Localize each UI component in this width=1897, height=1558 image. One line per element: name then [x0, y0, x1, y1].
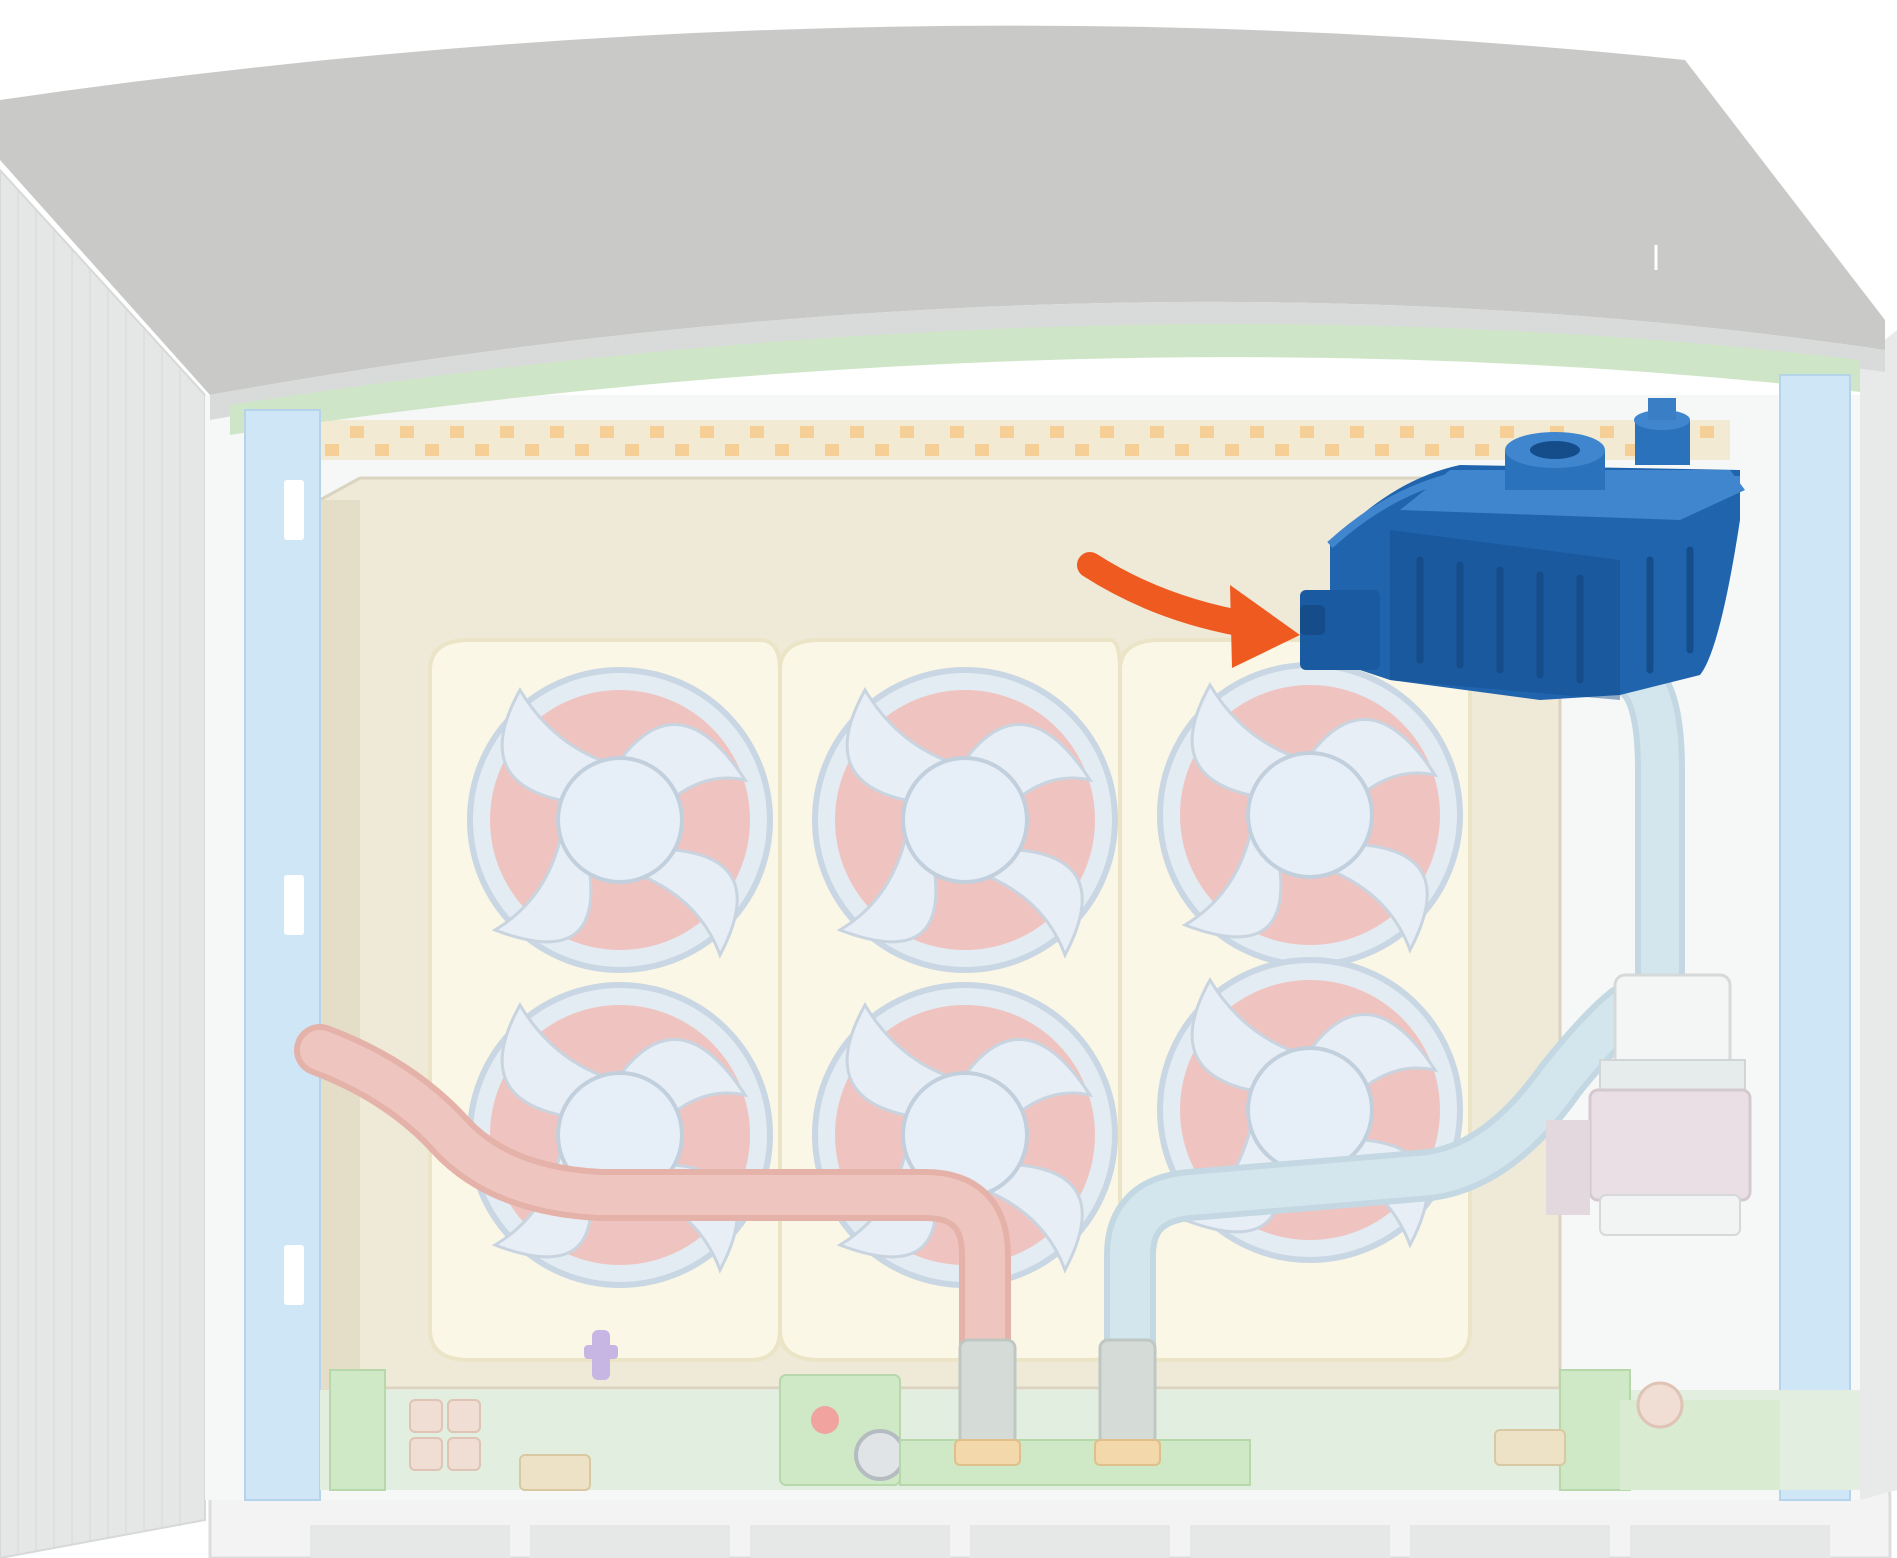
fan-bottom-left	[467, 982, 773, 1288]
pump-assembly	[1546, 973, 1752, 1236]
top-seal	[230, 324, 1860, 435]
housing-right-edge	[1860, 330, 1897, 1500]
hot-pipe	[294, 1024, 1011, 1371]
right-side-rail	[1779, 374, 1851, 1501]
sensor-clip	[584, 1330, 618, 1380]
bottom-circuit-board	[320, 1369, 1860, 1491]
fan-top-center	[812, 667, 1118, 973]
hose-couplings	[954, 1338, 1161, 1466]
housing-left-side	[0, 168, 206, 1558]
left-side-rail	[244, 409, 321, 1501]
coolant-expansion-tank	[1300, 398, 1745, 700]
pointer-arrow	[1077, 552, 1300, 668]
fan-top-left	[467, 667, 773, 973]
top-cover	[0, 25, 1885, 435]
fan-top-right	[1157, 662, 1463, 968]
